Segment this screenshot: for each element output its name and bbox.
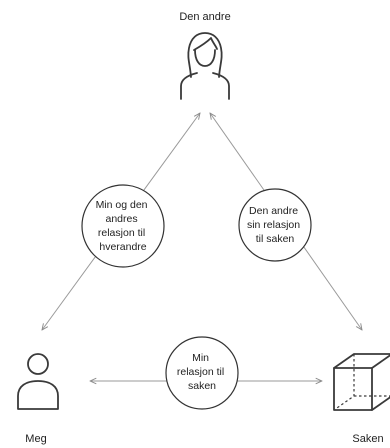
svg-text:Min og den andres: Min og den andres relasjon til hverandre bbox=[96, 199, 151, 253]
node-right-label: Saken bbox=[352, 433, 383, 445]
relation-right-line-1: Den andre bbox=[249, 205, 298, 217]
relation-bottom-line-3: saken bbox=[188, 380, 216, 392]
relation-right-line-2: sin relasjon bbox=[247, 219, 300, 231]
relation-bottom-line-1: Min bbox=[192, 352, 209, 364]
relation-left-bubble: Min og den andres relasjon til hverandre bbox=[81, 184, 165, 268]
relation-left-line-3: relasjon til bbox=[98, 227, 145, 239]
relation-right-line-3: til saken bbox=[256, 233, 295, 245]
node-left-label: Meg bbox=[25, 433, 46, 445]
relation-left-line-2: andres bbox=[105, 213, 137, 225]
node-top-label: Den andre bbox=[179, 11, 230, 23]
svg-text:Min relasjon til s: Min relasjon til saken bbox=[177, 352, 227, 392]
person-icon bbox=[17, 353, 59, 410]
relation-left-line-4: hverandre bbox=[99, 241, 146, 253]
relation-right-bubble: Den andre sin relasjon til saken bbox=[238, 188, 312, 262]
relation-bottom-line-2: relasjon til bbox=[177, 366, 224, 378]
relation-bottom-bubble: Min relasjon til saken bbox=[165, 336, 239, 410]
cube-icon bbox=[333, 353, 390, 411]
woman-icon bbox=[180, 32, 230, 100]
relation-left-line-1: Min og den bbox=[96, 199, 148, 211]
svg-text:Den andre sin relasjon: Den andre sin relasjon til saken bbox=[247, 205, 303, 245]
